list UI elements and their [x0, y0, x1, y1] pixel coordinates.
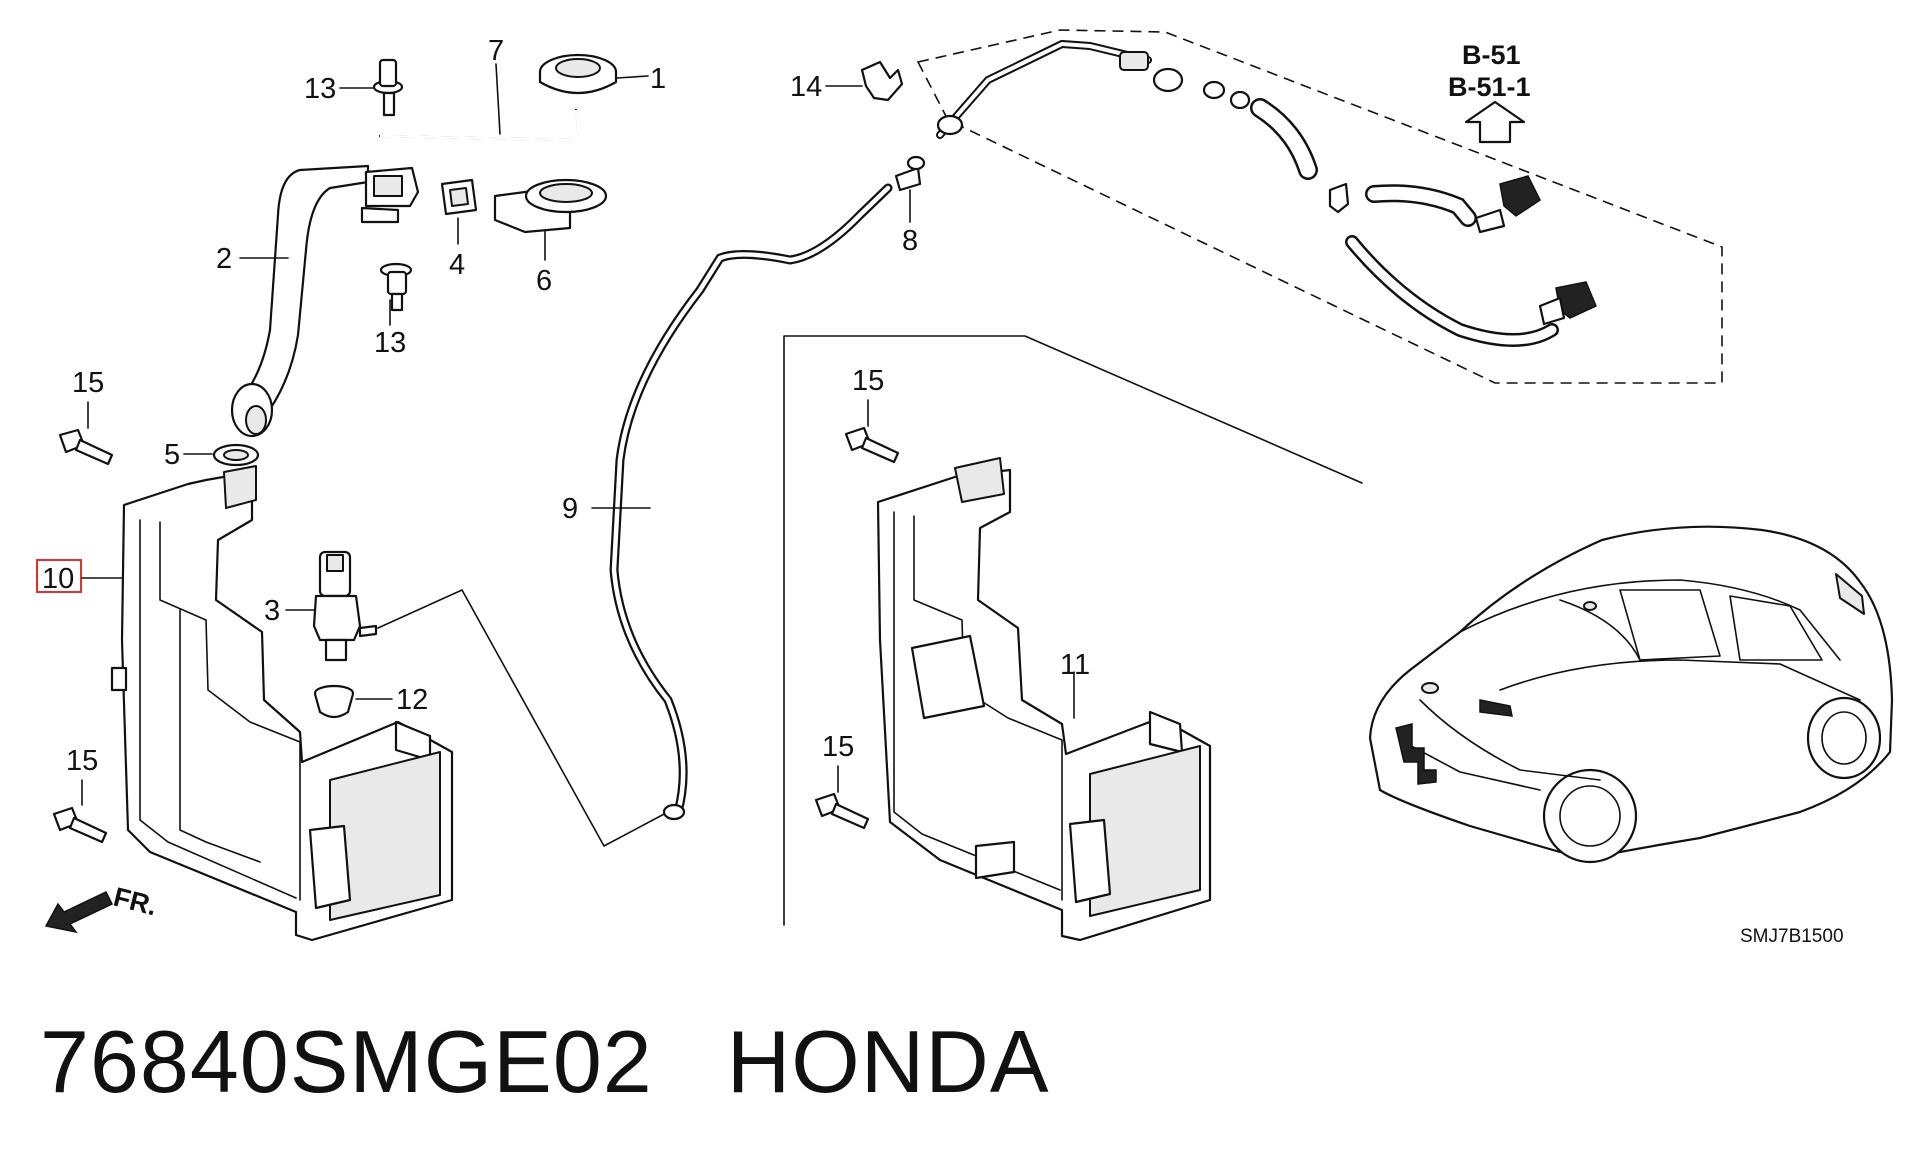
clip-part-middle[interactable] [379, 262, 413, 312]
callout-5: 5 [164, 439, 180, 471]
car-illustration [1368, 525, 1894, 864]
washer-tank-part[interactable] [110, 465, 454, 942]
callout-15-a: 15 [72, 367, 104, 399]
callout-15-b: 15 [66, 745, 98, 777]
part-number: 76840SMGE02 [40, 1012, 653, 1111]
diagram-code: SMJ7B1500 [1740, 926, 1844, 947]
front-direction-arrow [44, 891, 114, 934]
direction-label: FR. [111, 882, 160, 922]
callout-13-top: 13 [304, 73, 336, 105]
callout-8: 8 [902, 225, 918, 257]
callout-9: 9 [562, 493, 578, 525]
callout-4: 4 [449, 249, 465, 281]
caption: 76840SMGE02 HONDA [40, 1012, 1050, 1112]
joint-part[interactable] [894, 155, 926, 192]
washer-tank-inset-part[interactable] [876, 457, 1212, 942]
clip-part-top[interactable] [372, 58, 404, 117]
drain-tube-part[interactable] [378, 108, 580, 142]
gasket-part[interactable] [440, 178, 478, 216]
callout-14: 14 [790, 71, 822, 103]
callout-13-middle: 13 [374, 327, 406, 359]
washer-pump-part[interactable] [312, 550, 378, 662]
grommet-part[interactable] [313, 684, 355, 719]
washer-hose-part[interactable] [609, 183, 893, 821]
reference-label-1: B-51 [1462, 40, 1521, 70]
callout-3: 3 [264, 595, 280, 627]
packing-ring-part[interactable] [212, 443, 260, 467]
callout-11: 11 [1060, 649, 1090, 681]
bolt-part-a[interactable] [58, 428, 114, 466]
bolt-part-d[interactable] [814, 792, 870, 830]
reference-label-2: B-51-1 [1448, 72, 1531, 102]
filler-cap-part[interactable] [538, 53, 618, 95]
bolt-part-b[interactable] [52, 806, 108, 844]
inset-frame [783, 335, 1363, 926]
callout-1: 1 [650, 63, 666, 95]
bolt-part-c[interactable] [844, 426, 900, 464]
reference-arrow [1464, 100, 1526, 144]
callout-15-c: 15 [852, 365, 884, 397]
highlight-box [36, 559, 82, 593]
callout-6: 6 [536, 265, 552, 297]
callout-7: 7 [488, 35, 504, 67]
dashed-group-outline [916, 29, 1723, 384]
callout-12: 12 [396, 684, 428, 716]
callout-10: 10 [42, 563, 74, 595]
nozzle-hose-assembly[interactable] [936, 39, 1597, 347]
filler-seal-part[interactable] [493, 178, 608, 234]
pump-leader [377, 589, 669, 847]
callout-2: 2 [216, 243, 232, 275]
callout-15-d: 15 [822, 731, 854, 763]
hose-clip-part[interactable] [860, 60, 904, 102]
filler-neck-part[interactable] [230, 164, 420, 438]
brand-name: HONDA [726, 1012, 1050, 1111]
